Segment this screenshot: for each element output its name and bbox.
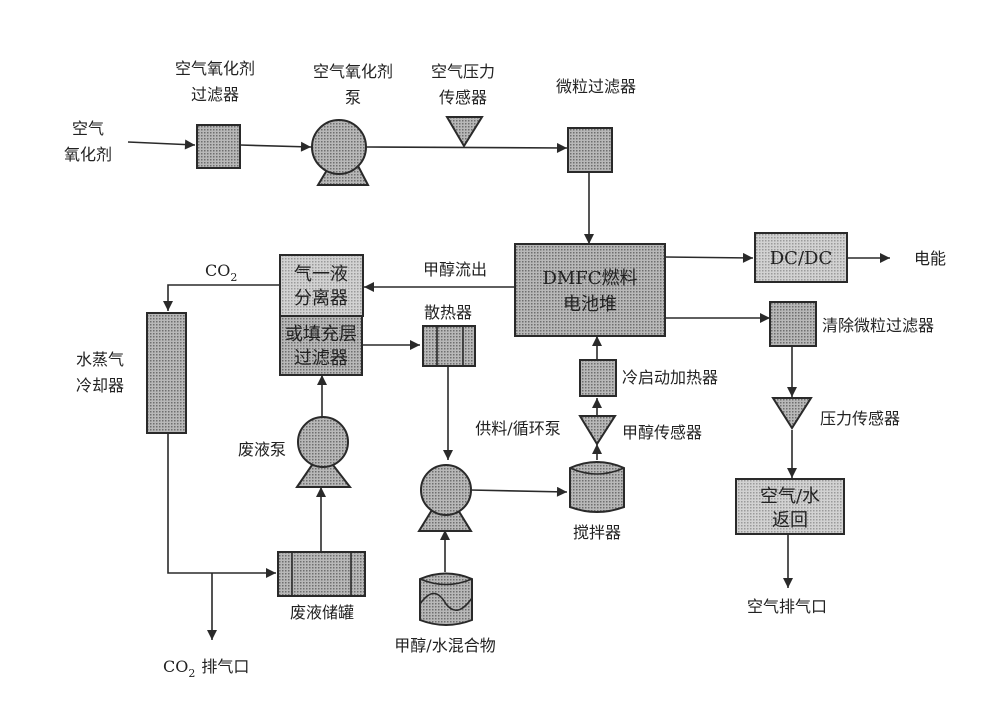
arrow-pump-to-particle-filter	[365, 142, 568, 153]
label-co2: CO2	[205, 261, 237, 284]
label-radiator: 散热器	[424, 303, 472, 322]
label-air-exhaust: 空气排气口	[747, 597, 827, 616]
label-packed-filter: 过滤器	[294, 348, 348, 369]
label-co2-subscript: 2	[230, 271, 237, 284]
mixture-tank-body	[419, 572, 473, 626]
label-air-pump: 空气氧化剂	[313, 62, 393, 81]
arrow-co2-to-cooler	[163, 284, 280, 311]
stirrer-body	[569, 461, 625, 513]
label-air-oxidant: 空气	[72, 119, 104, 138]
air-oxidant-filter	[196, 124, 241, 169]
methanol-sensor	[578, 415, 617, 446]
label-dmfc-stack: 电池堆	[563, 294, 617, 315]
steam-cooler	[146, 312, 187, 434]
label-co2-text: CO	[205, 261, 230, 280]
pressure-sensor	[771, 397, 813, 430]
particle-filter	[567, 127, 613, 173]
label-packed-filter: 或填充层	[285, 324, 357, 345]
label-waste-tank: 废液储罐	[290, 603, 354, 622]
label-co2-exhaust-subscript: 2	[188, 667, 195, 680]
label-waste-pump: 废液泵	[238, 440, 286, 459]
label-clean-filter: 清除微粒过滤器	[822, 316, 934, 335]
label-co2-exhaust: CO2 排气口	[163, 657, 249, 680]
stirrer	[569, 461, 625, 513]
label-air-pressure-sensor: 传感器	[439, 88, 487, 107]
label-co2-exhaust-text: CO	[163, 657, 188, 676]
arrow-filter-to-pump	[239, 141, 312, 152]
label-steam-cooler: 冷却器	[76, 376, 124, 395]
methanol-water-mixture-tank	[419, 572, 473, 626]
packed-bed-filter-box	[279, 315, 363, 376]
label-air-pump: 泵	[345, 88, 361, 107]
arrow-air-to-filter	[127, 139, 196, 150]
label-particle-filter: 微粒过滤器	[556, 77, 636, 96]
label-mixture: 甲醇/水混合物	[394, 636, 495, 655]
pump-base-icon	[295, 464, 353, 488]
radiator	[422, 325, 476, 367]
clean-particle-filter	[769, 301, 817, 347]
label-stirrer: 搅拌器	[573, 523, 621, 542]
radiator-box	[422, 325, 476, 367]
label-co2-exhaust-tail: 排气口	[201, 657, 249, 676]
label-methanol-sensor: 甲醇传感器	[622, 423, 702, 442]
arrow-feed-pump-to-stirrer	[469, 486, 568, 497]
dmfc-stack	[514, 243, 666, 337]
pump-body-icon	[311, 119, 367, 175]
tank-box	[277, 551, 366, 597]
label-air-water-return: 返回	[772, 510, 808, 531]
label-steam-cooler: 水蒸气	[76, 350, 124, 369]
separator-box	[279, 254, 364, 317]
label-air-filter: 过滤器	[191, 85, 239, 104]
label-separator: 气一液	[294, 264, 348, 285]
label-pressure-sensor: 压力传感器	[820, 409, 900, 428]
label-methanol-out: 甲醇流出	[423, 260, 487, 279]
arrow-stack-to-dcdc	[664, 252, 754, 263]
pump-body-icon	[297, 416, 349, 468]
waste-liquid-tank	[277, 551, 366, 597]
label-cold-start-heater: 冷启动加热器	[622, 368, 718, 387]
waste-liquid-pump	[295, 416, 353, 488]
label-feed-pump: 供料/循环泵	[475, 419, 560, 438]
cold-start-heater	[579, 359, 617, 397]
mixture-tank-rim	[419, 578, 473, 586]
dcdc-converter	[754, 232, 848, 283]
label-power: 电能	[914, 249, 946, 268]
feed-circulation-pump	[417, 464, 473, 532]
label-air-filter: 空气氧化剂	[175, 59, 255, 78]
gas-liquid-separator	[279, 254, 364, 376]
air-oxidant-pump	[311, 119, 370, 186]
pump-body-icon	[420, 464, 472, 516]
label-dcdc: DC/DC	[770, 248, 832, 269]
label-air-water-return: 空气/水	[760, 486, 820, 507]
air-water-return	[735, 478, 845, 535]
label-dmfc-stack: DMFC燃料	[542, 268, 637, 289]
flow-lines	[127, 139, 890, 640]
stirrer-rim	[569, 467, 625, 475]
liquid-wave-icon	[419, 592, 473, 611]
label-separator: 分离器	[294, 288, 348, 309]
label-air-oxidant: 氧化剂	[64, 145, 112, 164]
air-pressure-sensor	[445, 116, 484, 148]
label-air-pressure-sensor: 空气压力	[431, 62, 495, 81]
arrow-cooler-to-tank	[167, 434, 276, 578]
